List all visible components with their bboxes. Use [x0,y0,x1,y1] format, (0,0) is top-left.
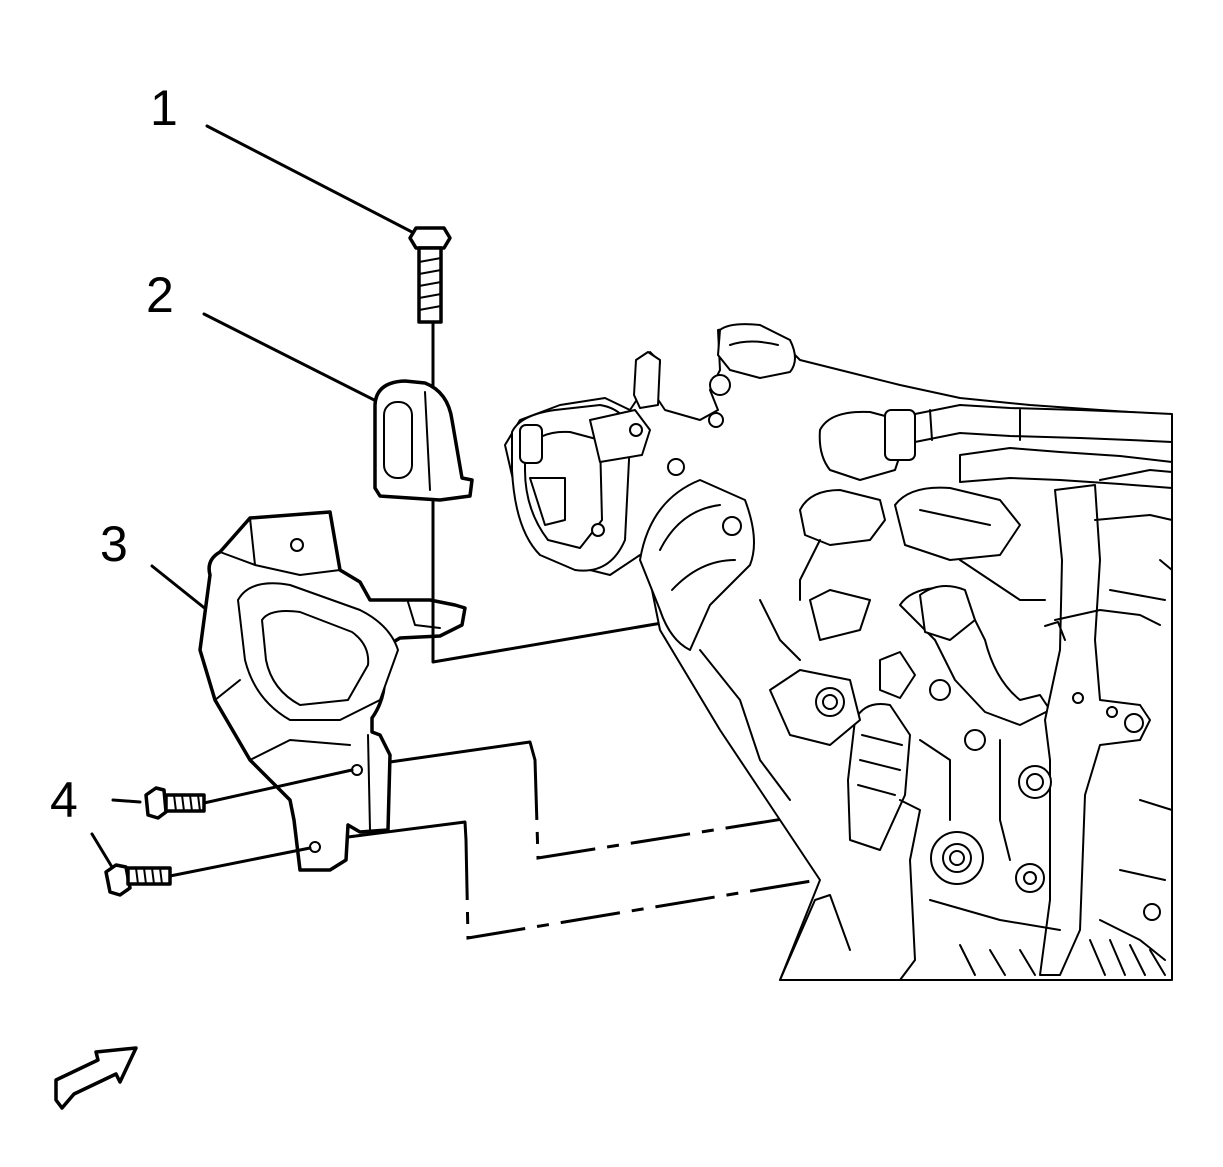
leader-line-1 [205,124,414,234]
bracket-3 [198,510,467,872]
bolt-4-lower [104,846,312,897]
leader-line-4-lower [90,832,117,874]
bolt-4-upper [144,768,354,820]
engine-assembly [504,323,1173,981]
leader-line-4-upper [111,798,142,804]
callout-label-1: 1 [150,80,178,136]
callout-label-4: 4 [50,772,78,828]
callout-label-3: 3 [100,516,128,572]
bracket-2 [373,379,474,600]
leader-lines [90,124,414,874]
callout-label-2: 2 [146,267,174,323]
leader-line-2 [202,312,392,410]
bolt-1 [408,226,452,394]
front-direction-arrow-icon [54,1046,138,1110]
